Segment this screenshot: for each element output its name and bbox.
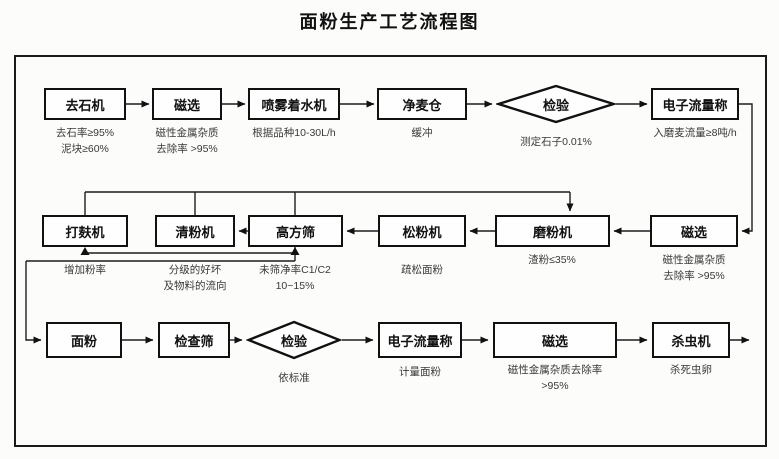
node-clean-bin: 净麦仓 bbox=[377, 88, 467, 120]
node-label: 去石机 bbox=[65, 97, 105, 113]
caption-flow-scale-2: 计量面粉 bbox=[399, 366, 441, 378]
caption-magnet-3: 磁性金属杂质去除率 >95% bbox=[507, 364, 603, 393]
node-label: 高方筛 bbox=[275, 224, 315, 240]
node-label: 净麦仓 bbox=[402, 97, 442, 113]
diamond-shape bbox=[494, 84, 618, 124]
node-label: 清粉机 bbox=[175, 224, 215, 240]
arrow-lines bbox=[25, 100, 753, 344]
plain-lines bbox=[26, 191, 570, 262]
node-label: 磨粉机 bbox=[532, 224, 572, 240]
node-label: 电子流量称 bbox=[662, 97, 728, 113]
node-label: 检查筛 bbox=[174, 333, 214, 349]
diagram-frame bbox=[14, 55, 767, 447]
node-inspect-1: 检验 bbox=[494, 84, 618, 124]
caption-destoner: 去石率≥95% 泥块≥60% bbox=[55, 127, 115, 156]
node-bran-beater: 打麸机 bbox=[42, 215, 128, 247]
caption-loosener: 疏松面粉 bbox=[401, 264, 443, 276]
node-label: 杀虫机 bbox=[671, 333, 711, 349]
page-title: 面粉生产工艺流程图 bbox=[299, 12, 480, 32]
node-mill: 磨粉机 bbox=[495, 215, 610, 247]
node-flour: 面粉 bbox=[46, 322, 122, 358]
node-label: 喷雾着水机 bbox=[261, 97, 327, 113]
node-label: 磁选 bbox=[173, 97, 200, 113]
node-label: 打麸机 bbox=[65, 224, 105, 240]
node-purifier: 清粉机 bbox=[155, 215, 235, 247]
diamond-shape bbox=[245, 320, 343, 360]
node-sprayer: 喷雾着水机 bbox=[248, 88, 340, 120]
caption-insect-killer: 杀死虫卵 bbox=[670, 364, 712, 376]
node-label: 磁选 bbox=[541, 333, 568, 349]
node-destoner: 去石机 bbox=[44, 88, 126, 120]
caption-inspect-1: 测定石子0.01% bbox=[520, 136, 592, 148]
node-label: 检验 bbox=[542, 97, 569, 113]
node-magnet-2: 磁选 bbox=[650, 215, 738, 247]
node-magnet-1: 磁选 bbox=[152, 88, 222, 120]
node-plansifter: 高方筛 bbox=[248, 215, 343, 247]
caption-magnet-2: 磁性金属杂质 去除率 >95% bbox=[662, 254, 726, 283]
caption-purifier: 分级的好坏 及物料的流向 bbox=[163, 264, 227, 293]
caption-inspect-2: 依标准 bbox=[278, 372, 310, 384]
node-inspect-2: 检验 bbox=[245, 320, 343, 360]
node-check-sieve: 检查筛 bbox=[158, 322, 230, 358]
node-label: 检验 bbox=[280, 333, 307, 349]
caption-magnet-1: 磁性金属杂质 去除率 >95% bbox=[155, 127, 219, 156]
node-label: 面粉 bbox=[70, 333, 97, 349]
node-label: 松粉机 bbox=[402, 224, 442, 240]
caption-sprayer: 根据品种10-30L/h bbox=[252, 127, 336, 139]
up-arrowheads bbox=[80, 247, 300, 255]
caption-clean-bin: 缓冲 bbox=[411, 127, 433, 139]
caption-plansifter: 未筛净率C1/C2 10~15% bbox=[259, 264, 331, 293]
node-label: 电子流量称 bbox=[387, 333, 453, 349]
caption-bran-beater: 增加粉率 bbox=[64, 264, 106, 276]
node-flow-scale-1: 电子流量称 bbox=[651, 88, 739, 120]
node-flow-scale-2: 电子流量称 bbox=[378, 322, 462, 358]
node-insect-killer: 杀虫机 bbox=[652, 322, 730, 358]
caption-flow-scale-1: 入磨麦流量≥8吨/h bbox=[653, 127, 737, 139]
node-label: 磁选 bbox=[680, 224, 707, 240]
node-magnet-3: 磁选 bbox=[493, 322, 617, 358]
node-loosener: 松粉机 bbox=[378, 215, 466, 247]
caption-mill: 渣粉≤35% bbox=[528, 254, 576, 266]
